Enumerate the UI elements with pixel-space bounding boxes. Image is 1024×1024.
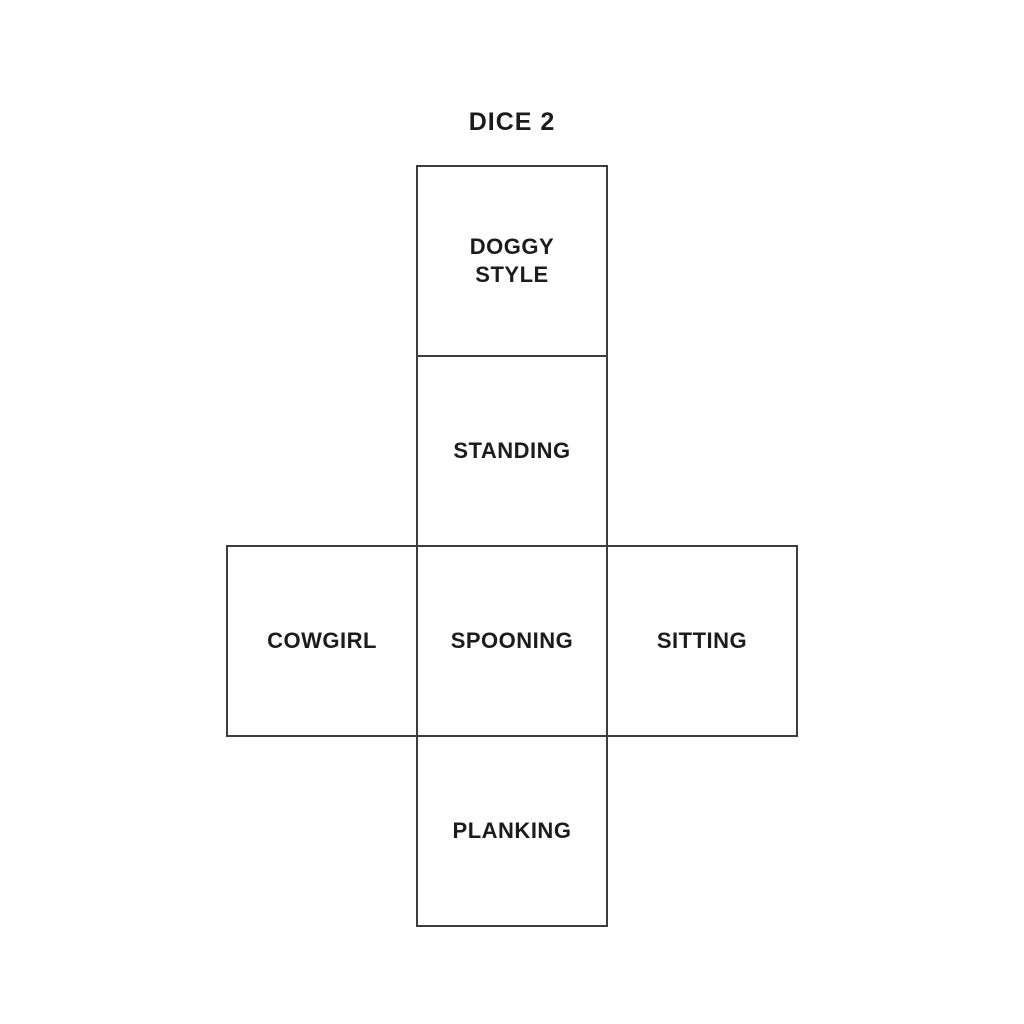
face-label-doggy-style: DOGGY STYLE [469, 234, 555, 287]
face-label-sitting: SITTING [656, 628, 748, 654]
face-outline-planking [416, 735, 608, 927]
face-label-spooning: SPOONING [450, 628, 574, 654]
face-outline-sitting [606, 545, 798, 737]
dice-title: DICE 2 [468, 108, 556, 136]
face-label-cowgirl: COWGIRL [267, 628, 377, 654]
face-label-standing: STANDING [453, 438, 571, 464]
face-label-planking: PLANKING [452, 818, 572, 844]
